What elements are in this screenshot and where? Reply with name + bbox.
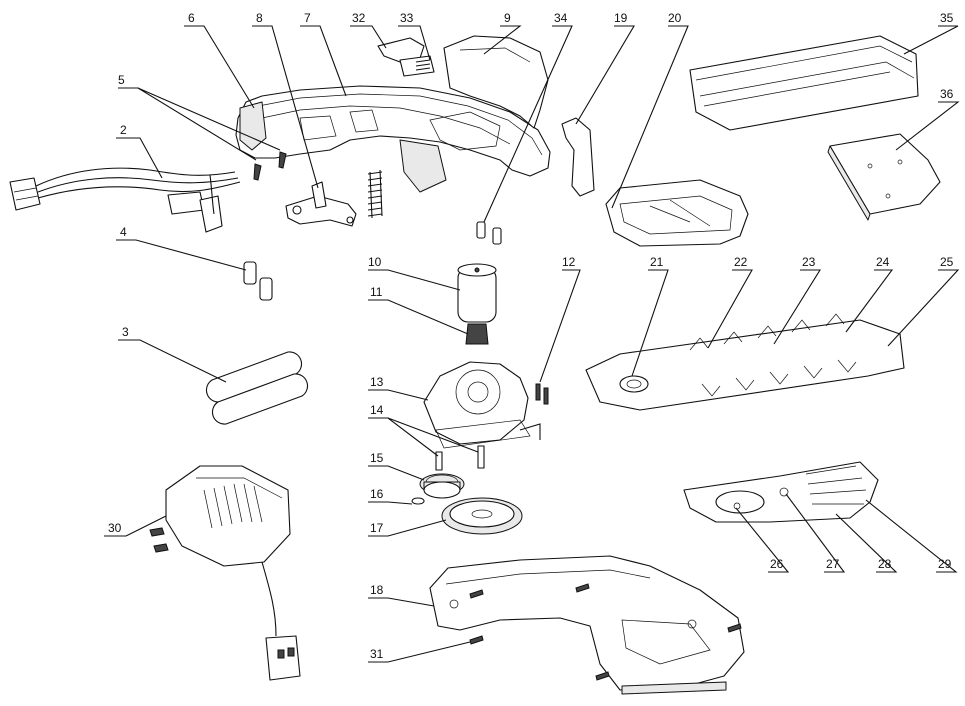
- callout-number: 27: [826, 557, 840, 571]
- callout-23: 23: [773, 255, 821, 345]
- callout-25: 25: [887, 255, 960, 347]
- callout-number: 14: [370, 403, 384, 417]
- blade-holder-illustration: [605, 179, 749, 247]
- sleeves-illustration: [243, 261, 273, 301]
- callout-number: 22: [734, 255, 748, 269]
- switch-lever-illustration: [285, 181, 357, 227]
- callout-9: 9: [483, 11, 522, 55]
- callout-number: 6: [188, 11, 195, 25]
- callout-35: 35: [903, 11, 959, 55]
- callout-36: 36: [895, 87, 960, 151]
- callout-4: 4: [116, 225, 247, 271]
- lower-housing-illustration: [429, 555, 745, 695]
- callout-number: 12: [562, 255, 576, 269]
- callout-19: 19: [575, 11, 635, 125]
- callout-20: 20: [611, 11, 689, 209]
- callout-6: 6: [184, 11, 255, 109]
- callout-10: 10: [368, 255, 461, 291]
- grass-blade-illustration: [683, 461, 879, 523]
- wiring-harness-illustration: [9, 167, 241, 233]
- part-19-illustration: [561, 117, 595, 197]
- callout-32: 32: [350, 11, 387, 49]
- callout-number: 13: [370, 375, 384, 389]
- callout-number: 29: [938, 557, 952, 571]
- callout-31: 31: [368, 641, 471, 663]
- callout-3: 3: [118, 325, 227, 383]
- callout-18: 18: [368, 583, 435, 607]
- screw-pair-illustration: [253, 151, 287, 181]
- callout-number: 33: [400, 11, 414, 25]
- callout-number: 19: [614, 11, 628, 25]
- callout-number: 15: [370, 451, 384, 465]
- callout-12: 12: [539, 255, 581, 383]
- callout-29: 29: [865, 499, 958, 573]
- callout-number: 35: [940, 11, 954, 25]
- small-gear-illustration: [419, 473, 465, 499]
- callout-number: 11: [370, 285, 383, 299]
- gearbox-illustration: [423, 361, 541, 449]
- callout-number: 3: [122, 325, 129, 339]
- pins-34-illustration: [476, 221, 502, 245]
- screws-12-illustration: [535, 383, 549, 405]
- callout-number: 9: [504, 11, 511, 25]
- callout-number: 36: [940, 87, 954, 101]
- callout-number: 2: [120, 123, 127, 137]
- callout-16: 16: [368, 487, 413, 505]
- callout-number: 34: [554, 11, 568, 25]
- callout-number: 8: [256, 11, 263, 25]
- callout-number: 26: [770, 557, 784, 571]
- screws-31-illustration: [469, 583, 742, 681]
- callout-28: 28: [835, 513, 898, 573]
- callout-21: 21: [631, 255, 669, 377]
- callout-number: 23: [802, 255, 816, 269]
- callout-8: 8: [252, 11, 319, 189]
- callout-34: 34: [483, 11, 573, 223]
- batteries-illustration: [205, 351, 309, 425]
- rail-illustration: [689, 35, 919, 131]
- clip-illustration: [411, 497, 425, 505]
- plate-illustration: [827, 133, 941, 221]
- callout-number: 24: [876, 255, 890, 269]
- callout-33: 33: [398, 11, 431, 61]
- callout-24: 24: [845, 255, 894, 333]
- large-gear-illustration: [441, 497, 523, 535]
- callout-number: 7: [304, 11, 311, 25]
- callout-5: 5: [118, 73, 281, 161]
- callout-22: 22: [707, 255, 753, 349]
- lock-button-illustration: [377, 37, 435, 77]
- callout-number: 32: [352, 11, 366, 25]
- callout-number: 25: [940, 255, 954, 269]
- callout-number: 10: [368, 255, 382, 269]
- callout-2: 2: [116, 123, 163, 179]
- callout-number: 18: [370, 583, 384, 597]
- motor-illustration: [457, 263, 497, 345]
- callout-13: 13: [368, 375, 429, 401]
- callout-15: 15: [368, 451, 425, 481]
- callout-7: 7: [300, 11, 347, 97]
- callout-number: 17: [370, 521, 384, 535]
- callout-number: 5: [118, 73, 125, 87]
- callout-number: 4: [120, 225, 127, 239]
- spring-illustration: [367, 169, 383, 219]
- callout-14: 14: [368, 403, 479, 457]
- callout-number: 21: [650, 255, 664, 269]
- callout-number: 28: [878, 557, 892, 571]
- callout-number: 20: [668, 11, 682, 25]
- charger-illustration: [149, 465, 301, 681]
- callout-30: 30: [104, 515, 167, 537]
- callout-number: 16: [370, 487, 384, 501]
- callout-number: 31: [370, 647, 384, 661]
- shafts-illustration: [435, 445, 485, 471]
- callout-26: 26: [735, 507, 790, 573]
- callout-27: 27: [785, 493, 846, 573]
- callout-17: 17: [368, 519, 447, 537]
- callout-number: 30: [108, 521, 122, 535]
- blade-cover-illustration: [443, 35, 549, 129]
- callout-11: 11: [368, 285, 469, 335]
- hedge-blade-illustration: [585, 313, 905, 411]
